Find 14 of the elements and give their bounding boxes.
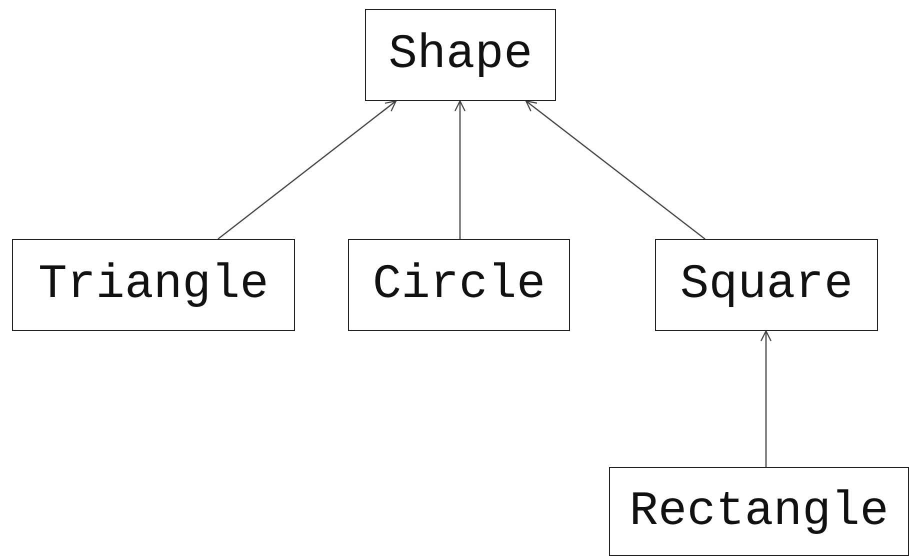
class-name: Shape	[388, 28, 533, 82]
arrow	[218, 100, 397, 240]
class-box	[12, 239, 295, 331]
arrow	[454, 100, 466, 239]
class-name: Square	[680, 258, 853, 312]
class-box	[609, 467, 909, 556]
class-box	[655, 239, 878, 331]
class-box	[365, 9, 556, 101]
class-name: Rectangle	[629, 484, 889, 538]
arrow	[525, 100, 706, 240]
class-name: Triangle	[38, 258, 269, 312]
arrow	[760, 330, 772, 467]
class-name: Circle	[372, 258, 546, 312]
class-box	[348, 239, 570, 331]
